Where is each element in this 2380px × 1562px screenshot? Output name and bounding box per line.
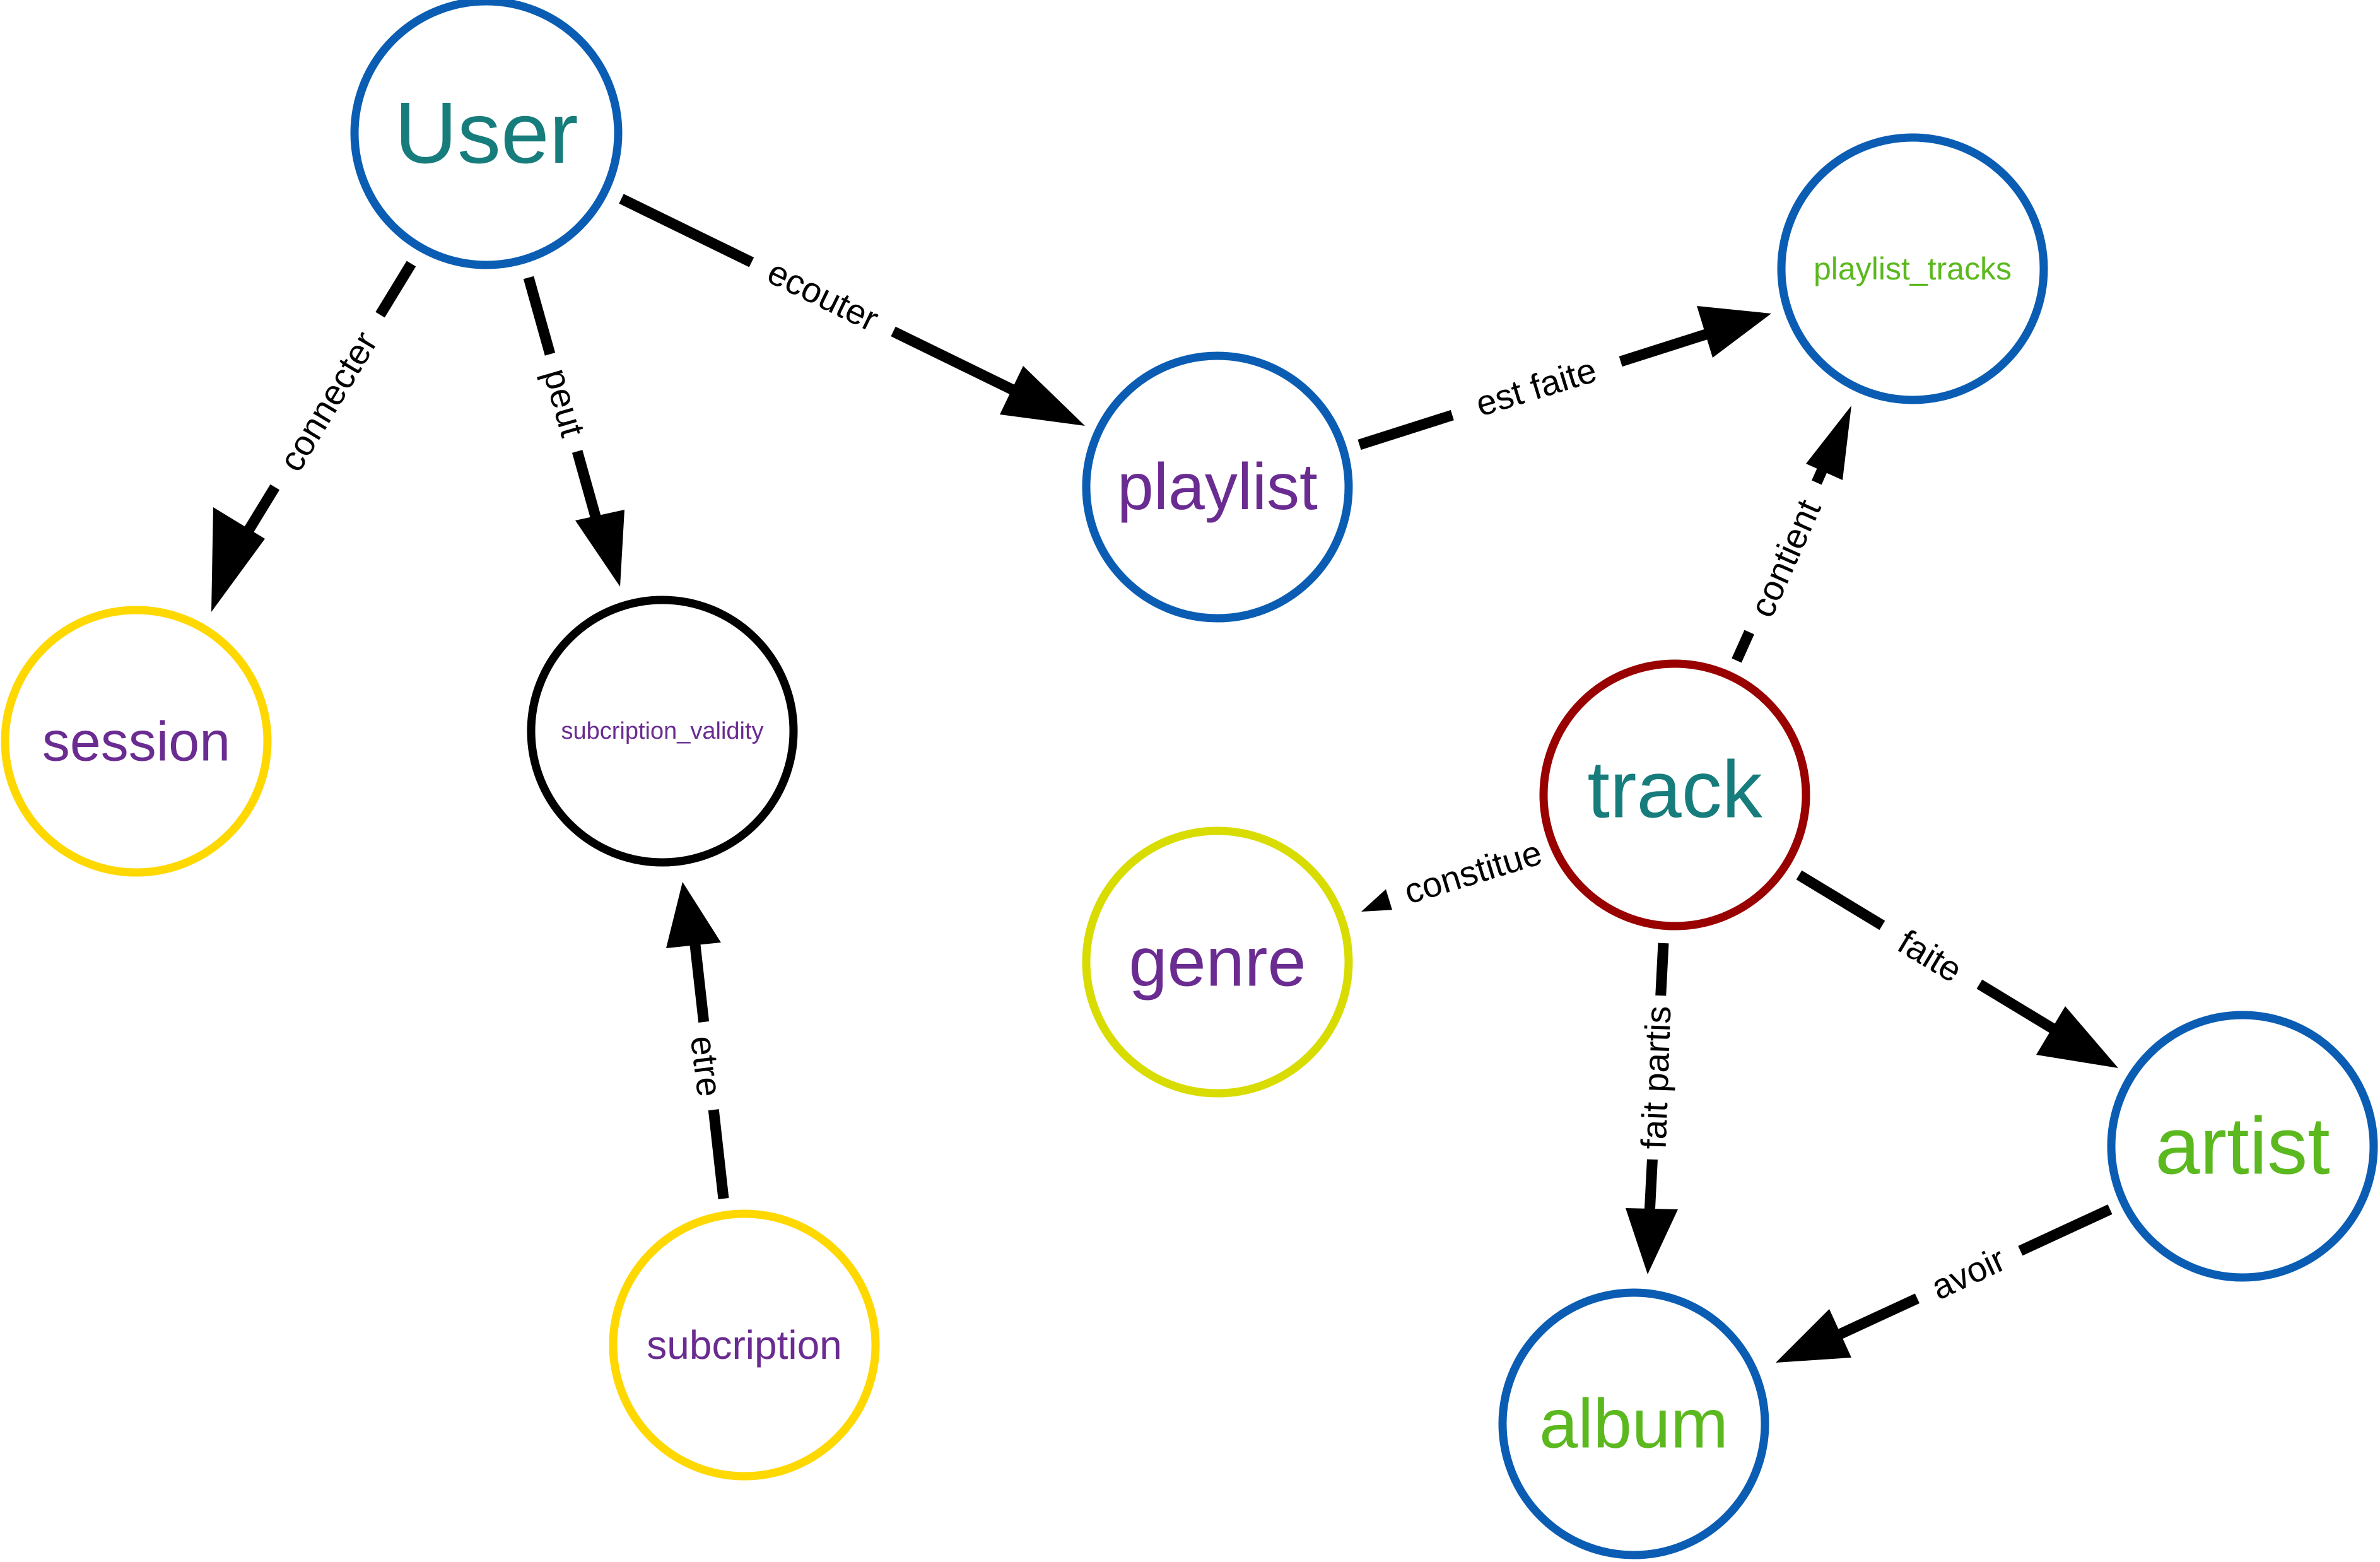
edge-label-ecouter: ecouter (761, 252, 885, 339)
node-user: User (350, 0, 623, 269)
edge-track-artist: faite (1796, 870, 2118, 1068)
edge-label-connecter: connecter (271, 324, 385, 478)
arrowhead-icon (2036, 1006, 2118, 1068)
edge-user-validity: peut (523, 276, 624, 587)
arrowhead-icon (1806, 406, 1851, 480)
edge-playlist-playlist-tracks: est faite (1357, 306, 1771, 450)
node-label-playlist-tracks: playlist_tracks (1814, 251, 2012, 286)
arrowhead-icon (211, 507, 265, 612)
edge-label-etre: etre (683, 1033, 730, 1098)
node-session: session (1, 606, 272, 877)
node-label-album: album (1539, 1385, 1728, 1463)
edge-label-peut: peut (536, 364, 594, 442)
node-label-user: User (394, 85, 578, 182)
node-genre: genre (1082, 826, 1353, 1098)
node-track: track (1539, 659, 1810, 931)
arrowhead-icon (1697, 306, 1771, 358)
node-playlist: playlist (1082, 351, 1353, 623)
edge-track-genre: constitue (1361, 820, 1566, 924)
arrowhead-icon (575, 510, 624, 587)
arrowhead-icon (1000, 366, 1085, 426)
node-playlist-tracks: playlist_tracks (1777, 133, 2048, 404)
edge-label-contient: contient (1742, 493, 1829, 623)
edge-label-fait-partis: fait partis (1634, 1005, 1679, 1149)
arrowhead-icon (1776, 1309, 1851, 1363)
node-label-subscription-validity: subcription_validity (561, 718, 763, 744)
node-label-artist: artist (2155, 1101, 2330, 1192)
edge-user-playlist: ecouter (619, 194, 1085, 426)
node-label-track: track (1587, 745, 1762, 835)
node-label-genre: genre (1128, 924, 1306, 1001)
node-label-playlist: playlist (1117, 450, 1318, 524)
arrowhead-icon (1361, 886, 1395, 912)
edge-track-playlist-tracks: contient (1727, 406, 1851, 663)
edge-track-album: fait partis (1626, 942, 1685, 1274)
edge-user-session: connecter (211, 261, 416, 612)
node-label-subscription: subcription (647, 1322, 842, 1368)
edge-artist-album: avoir (1776, 1204, 2113, 1363)
arrowhead-icon (1626, 1208, 1678, 1274)
edge-subscription-validity: etre (666, 882, 739, 1199)
node-artist: artist (2107, 1011, 2378, 1282)
node-album: album (1498, 1288, 1769, 1559)
arrowhead-icon (666, 882, 721, 948)
node-label-session: session (42, 710, 230, 773)
node-subscription: subcription (609, 1209, 880, 1481)
edge-label-constitue: constitue (1400, 832, 1547, 912)
node-subscription-validity: subcription_validity (527, 596, 798, 867)
